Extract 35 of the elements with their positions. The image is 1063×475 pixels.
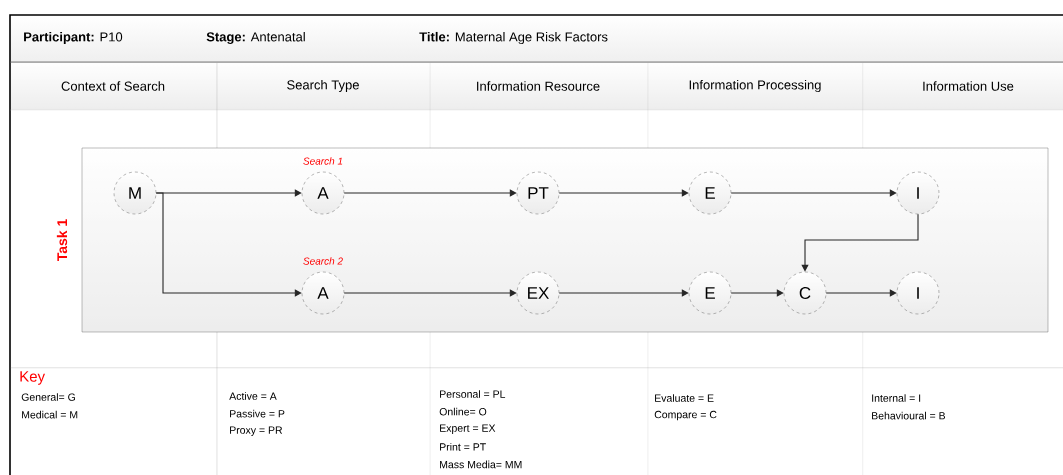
column-header: Information Processing [689, 79, 821, 93]
key-entry: Passive = P [230, 409, 285, 418]
arrow [825, 289, 897, 297]
column-header: Information Resource [477, 81, 600, 91]
arrow [558, 289, 689, 297]
key-entry: Online= O [439, 407, 487, 416]
key-entry: Medical = M [22, 410, 78, 419]
key-entry: Mass Media= MM [440, 460, 522, 469]
arrow [730, 289, 784, 297]
search-label: Search 2 [303, 257, 343, 265]
header-field: Participant: P10 [24, 31, 123, 45]
key-entry: Proxy = PR [230, 426, 283, 436]
key-entry: Behavioural = B [872, 411, 946, 420]
column-header: Context of Search [61, 81, 165, 91]
key-entry: Active = A [229, 392, 277, 400]
header-field: Title: Maternal Age Risk Factors [419, 31, 608, 45]
key-entry: Evaluate = E [655, 394, 714, 402]
column-header: Search Type [287, 79, 359, 93]
search-label: Search 1 [303, 157, 343, 165]
arrow [343, 189, 517, 197]
arrow [343, 289, 517, 297]
arrow [730, 189, 897, 197]
column-header: Information Use [923, 81, 1014, 91]
arrow [558, 189, 689, 197]
key-entry: Print = PT [440, 442, 486, 451]
key-entry: Personal = PL [440, 390, 506, 398]
key-entry: Internal = I [872, 394, 921, 402]
key-heading: Key [20, 371, 45, 385]
header-field: Stage: Antenatal [206, 31, 305, 45]
key-entry: Expert = EX [440, 424, 496, 434]
lane-heading: Task 1 [56, 219, 68, 262]
key-entry: Compare = C [654, 410, 717, 421]
arrow [801, 213, 919, 272]
key-entry: General= G [21, 393, 75, 401]
arrow [155, 192, 302, 297]
